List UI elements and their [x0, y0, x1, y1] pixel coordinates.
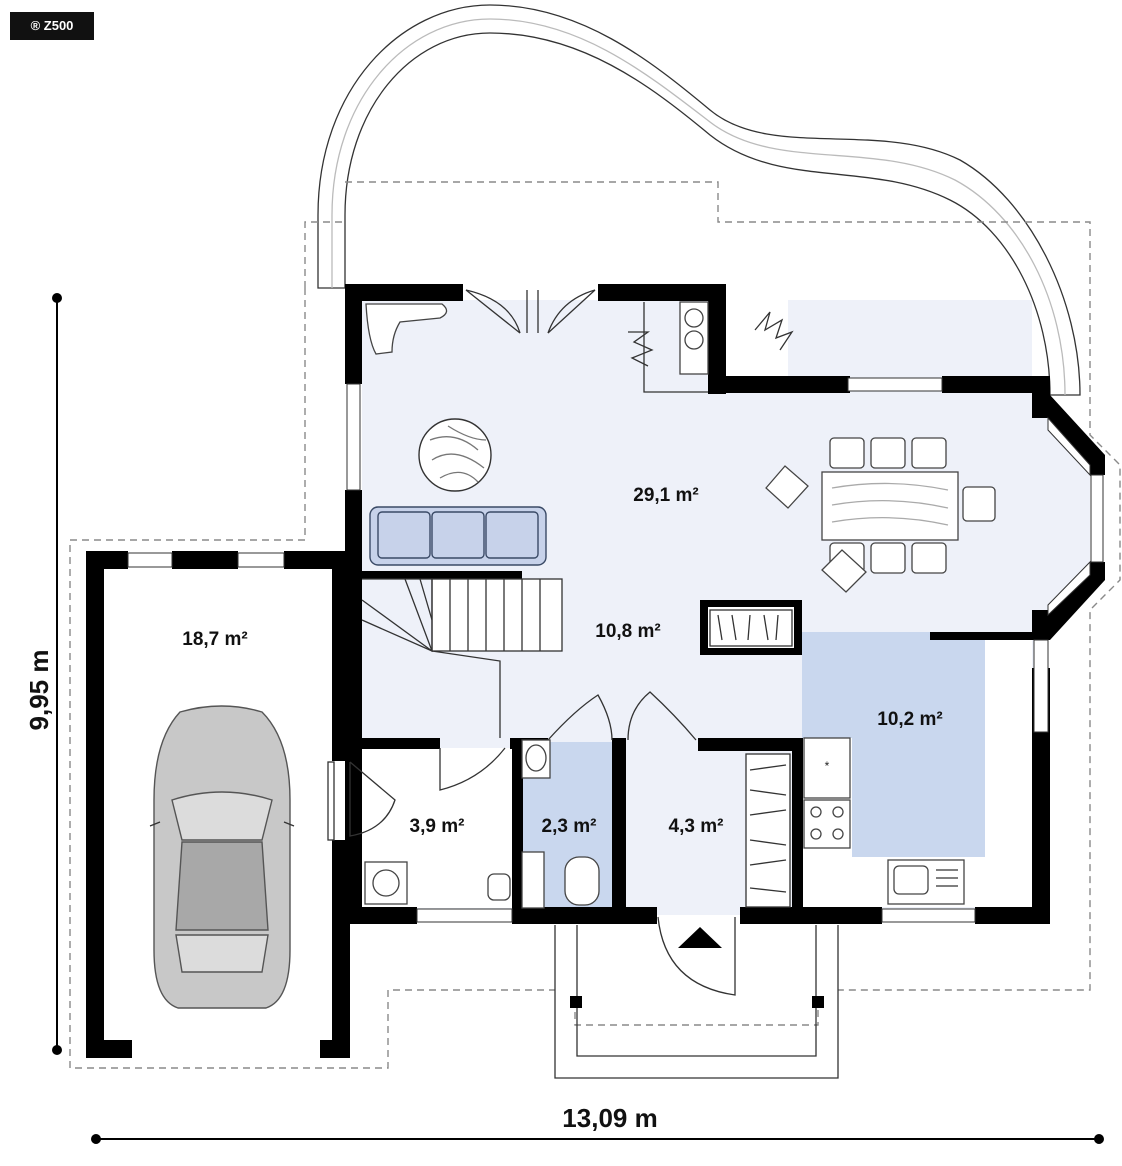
depth-dimension-label: 9,95 m — [24, 650, 54, 731]
windows — [127, 377, 1104, 923]
plant-icon — [628, 311, 794, 367]
piano-icon — [365, 303, 448, 355]
staircase — [361, 578, 563, 738]
porch-outline — [554, 925, 839, 1079]
living-room-area-label: 29,1 m² — [633, 485, 698, 506]
vestibule-area-label: 4,3 m² — [669, 816, 724, 837]
bathroom-fixtures — [364, 739, 600, 909]
sofa-icon — [369, 506, 547, 566]
hall-area-label: 10,8 m² — [595, 621, 660, 642]
dimension-lines — [52, 293, 1104, 1144]
width-dimension-label: 13,09 m — [562, 1103, 657, 1133]
terrace-outline — [317, 4, 1081, 396]
boiler-icon — [679, 301, 709, 375]
kitchen-area-label: 10,2 m² — [877, 709, 942, 730]
dining-table-icon — [765, 437, 996, 593]
copyright-badge: ® Z500 — [10, 12, 94, 40]
garage-area-label: 18,7 m² — [182, 629, 247, 650]
porch-post-right — [812, 996, 824, 1008]
svg-text:*: * — [825, 759, 830, 773]
car-icon — [149, 705, 295, 1009]
nook-floor — [726, 300, 788, 378]
wardrobe-icon — [709, 609, 793, 908]
utility-area-label: 3,9 m² — [410, 816, 465, 837]
kitchen-right-area — [985, 640, 1032, 857]
entrance-arrow-icon — [678, 927, 722, 948]
wc-area-label: 2,3 m² — [542, 816, 597, 837]
porch-post-left — [570, 996, 582, 1008]
doors — [327, 289, 736, 996]
round-rug-icon — [418, 418, 492, 492]
porch-outline-dashed — [574, 1000, 819, 1026]
terrace-inner-line — [331, 18, 1066, 396]
kitchen-highlight — [802, 632, 985, 857]
roof-outline-left-dashed — [69, 221, 555, 1069]
kitchen-appliances: * — [803, 737, 965, 905]
